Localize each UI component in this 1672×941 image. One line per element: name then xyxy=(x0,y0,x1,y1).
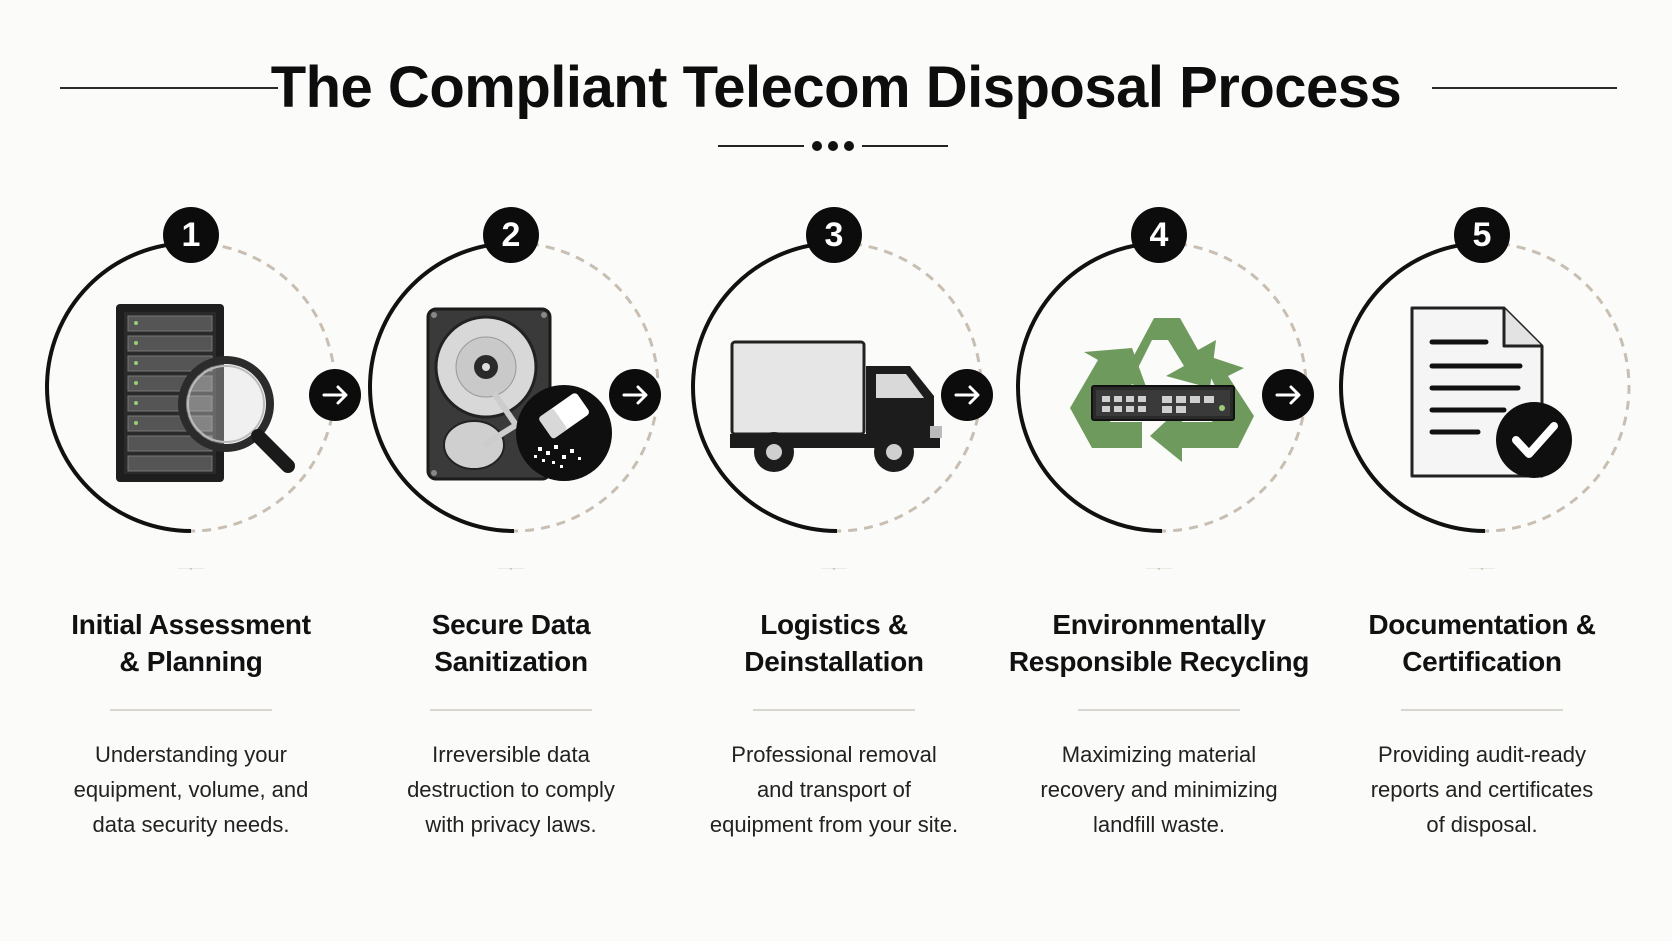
step-4-divider xyxy=(1145,568,1173,571)
step-5-separator xyxy=(1401,709,1563,711)
title-rule-right xyxy=(1432,87,1617,89)
step-3-badge: 3 xyxy=(806,207,862,263)
step-5-badge: 5 xyxy=(1454,207,1510,263)
arrow-right-icon xyxy=(954,385,980,405)
step-2-badge: 2 xyxy=(483,207,539,263)
step-5-description: Providing audit-ready reports and certif… xyxy=(1370,742,1594,837)
step-4-separator xyxy=(1078,709,1240,711)
step-5-ring xyxy=(1339,241,1631,533)
step-1-badge: 1 xyxy=(163,207,219,263)
step-1-title: Initial Assessment & Planning xyxy=(71,609,311,677)
step-2-separator xyxy=(430,709,592,711)
arrow-right-icon xyxy=(622,385,648,405)
step-5-divider xyxy=(1468,568,1496,571)
title-rule-left xyxy=(60,87,278,89)
step-4-next-arrow xyxy=(1262,369,1314,421)
step-4-badge: 4 xyxy=(1131,207,1187,263)
truck-icon xyxy=(730,340,942,472)
title-ornament xyxy=(718,141,948,151)
step-2-divider xyxy=(497,568,525,571)
step-1-description: Understanding your equipment, volume, an… xyxy=(73,742,309,837)
arrow-right-icon xyxy=(322,385,348,405)
step-5-title: Documentation & Certification xyxy=(1368,609,1596,677)
step-2-title: Secure Data Sanitization xyxy=(431,609,591,677)
step-3-title: Logistics & Deinstallation xyxy=(744,609,924,677)
step-3-next-arrow xyxy=(941,369,993,421)
page-title: The Compliant Telecom Disposal Process xyxy=(270,55,1402,120)
step-4-description: Maximizing material recovery and minimiz… xyxy=(1040,742,1278,837)
certificate-document-icon xyxy=(1410,306,1572,478)
step-3-description: Professional removal and transport of eq… xyxy=(709,742,959,837)
step-1-divider xyxy=(177,568,205,571)
step-4-title: Environmentally Responsible Recycling xyxy=(1008,609,1310,677)
server-rack-magnifier-icon xyxy=(116,304,295,482)
recycle-switch-icon xyxy=(1070,318,1254,462)
arrow-right-icon xyxy=(1275,385,1301,405)
step-3-divider xyxy=(820,568,848,571)
step-1-separator xyxy=(110,709,272,711)
step-2-description: Irreversible data destruction to comply … xyxy=(407,742,615,837)
hard-drive-eraser-icon xyxy=(426,307,612,481)
title-row: The Compliant Telecom Disposal Process xyxy=(0,48,1672,128)
step-1-next-arrow xyxy=(309,369,361,421)
step-3-separator xyxy=(753,709,915,711)
step-2-next-arrow xyxy=(609,369,661,421)
